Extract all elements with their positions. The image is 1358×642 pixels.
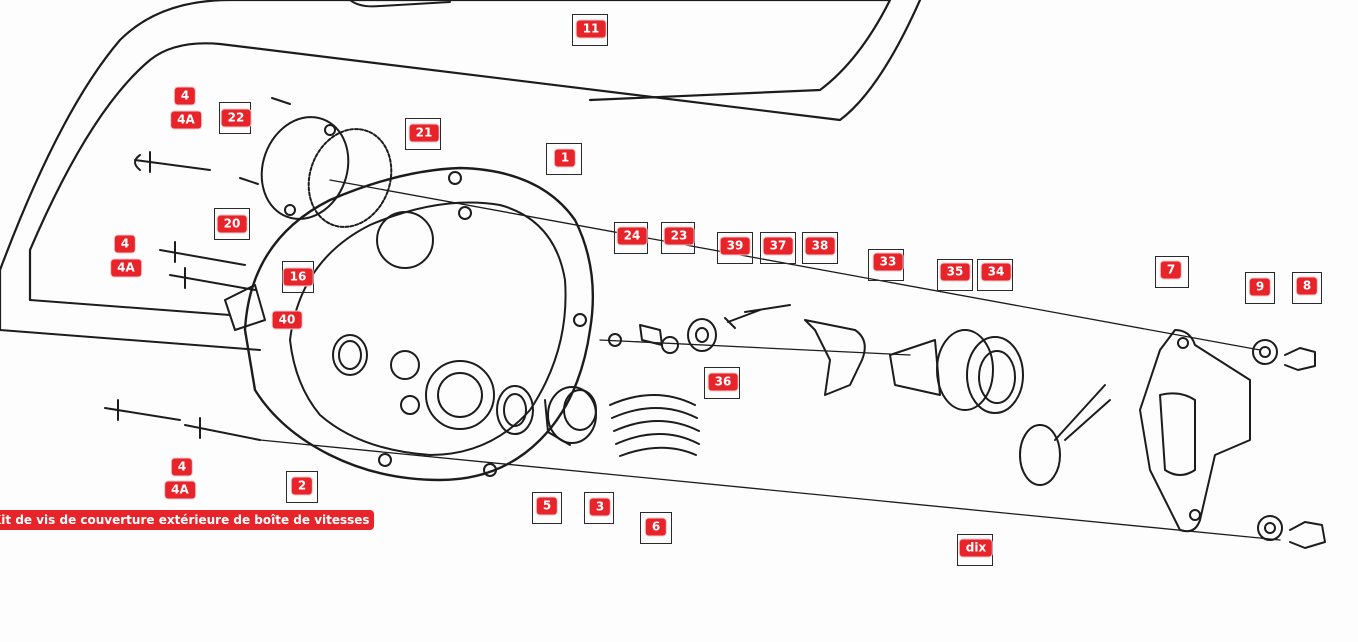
- part-label-8[interactable]: 8: [1296, 277, 1318, 295]
- housing-outline: [243, 166, 595, 482]
- part-label-11[interactable]: 11: [576, 20, 606, 38]
- axis-line-lower: [259, 439, 1281, 541]
- callout-frame: [717, 232, 753, 264]
- part-label-16[interactable]: 16: [283, 268, 313, 286]
- callout-frame: [532, 492, 562, 524]
- part-label-33[interactable]: 33: [873, 253, 903, 271]
- part-label-3[interactable]: 3: [589, 498, 611, 516]
- part-label-22[interactable]: 22: [221, 109, 251, 127]
- callout-frame: [977, 259, 1013, 291]
- part-label-5[interactable]: 5: [536, 497, 558, 515]
- kit-caption-banner[interactable]: Kit de vis de couverture extérieure de b…: [0, 510, 374, 530]
- part-label-4[interactable]: 4: [114, 235, 136, 253]
- callout-frame: [704, 367, 740, 399]
- callout-frame: [214, 208, 250, 240]
- plate-outline: [1139, 329, 1251, 533]
- part-label-10[interactable]: dix: [959, 539, 993, 557]
- outer-frame-line: [0, 0, 892, 332]
- part-label-34[interactable]: 34: [981, 263, 1011, 281]
- axis-line-upper: [329, 179, 1261, 351]
- part-label-4a[interactable]: 4A: [165, 481, 195, 499]
- callout-frame: [219, 102, 251, 134]
- frame-lower-line-2: [29, 299, 231, 316]
- callout-frame: [640, 512, 672, 544]
- part-label-24[interactable]: 24: [617, 227, 647, 245]
- callout-frame: [957, 534, 993, 566]
- inner-frame-line: [28, 0, 922, 302]
- callout-frame: [1292, 272, 1322, 304]
- part-label-4[interactable]: 4: [171, 458, 193, 476]
- callout-frame: [286, 471, 318, 503]
- callout-frame: [282, 261, 314, 293]
- part-label-4a[interactable]: 4A: [111, 259, 141, 277]
- part-label-23[interactable]: 23: [664, 227, 694, 245]
- housing-inner-rim: [289, 201, 567, 456]
- part-label-7[interactable]: 7: [1160, 261, 1182, 279]
- part-label-37[interactable]: 37: [763, 237, 793, 255]
- part-label-1[interactable]: 1: [554, 149, 576, 167]
- callout-frame: [937, 259, 973, 291]
- part-label-20[interactable]: 20: [217, 215, 247, 233]
- callout-frame: [1155, 256, 1189, 288]
- callout-frame: [661, 222, 695, 254]
- callout-frame: [546, 143, 582, 175]
- callout-frame: [760, 232, 796, 264]
- part-label-9[interactable]: 9: [1249, 278, 1271, 296]
- callout-frame: [405, 118, 441, 150]
- part-label-38[interactable]: 38: [805, 237, 835, 255]
- top-tab: [349, 0, 451, 8]
- part-label-21[interactable]: 21: [409, 124, 439, 142]
- callout-frame: [1245, 272, 1275, 304]
- callout-frame: [572, 14, 608, 46]
- callout-frame: [614, 222, 648, 254]
- part-label-39[interactable]: 39: [720, 237, 750, 255]
- part-label-4[interactable]: 4: [174, 87, 196, 105]
- part-label-35[interactable]: 35: [940, 263, 970, 281]
- part-label-40[interactable]: 40: [272, 311, 302, 329]
- callout-frame: [868, 249, 904, 281]
- callout-frame: [802, 232, 838, 264]
- part-label-4a[interactable]: 4A: [171, 111, 201, 129]
- callout-frame: [584, 492, 614, 524]
- part-label-6[interactable]: 6: [645, 518, 667, 536]
- frame-lower-line: [0, 329, 261, 351]
- part-label-2[interactable]: 2: [291, 477, 313, 495]
- part-label-36[interactable]: 36: [708, 373, 738, 391]
